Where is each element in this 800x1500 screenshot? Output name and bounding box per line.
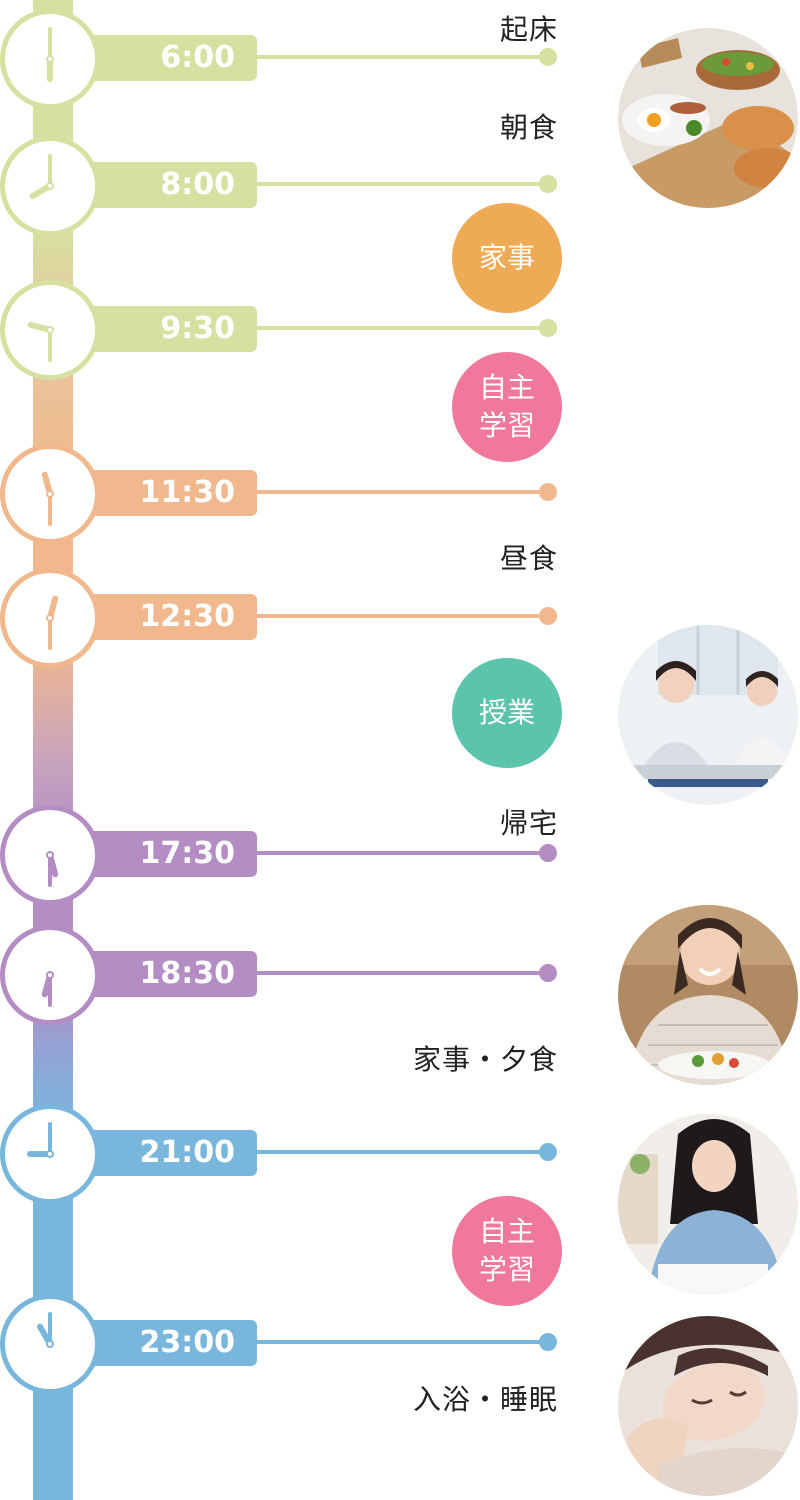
badge-label: 家事 [478, 241, 535, 274]
schedule-row-0930: 9:30 [0, 280, 800, 380]
sleep-photo [618, 1316, 798, 1496]
connector-dot [539, 1333, 557, 1351]
clock-icon [0, 280, 100, 380]
connector-line [255, 614, 545, 618]
schedule-row-1730: 17:30 [0, 805, 800, 905]
connector-dot [539, 607, 557, 625]
connector-dot [539, 844, 557, 862]
connector-dot [539, 483, 557, 501]
badge-housework: 家事 [452, 203, 562, 313]
connector-line [255, 182, 545, 186]
connector-dot [539, 964, 557, 982]
schedule-row-1830: 18:30 [0, 925, 800, 1025]
time-label: 17:30 [72, 831, 257, 877]
time-label: 18:30 [72, 951, 257, 997]
classroom-photo [618, 625, 798, 805]
activity-lunch: 昼食 [499, 542, 558, 575]
clock-icon [0, 805, 100, 905]
timeline-spine [33, 0, 73, 1500]
schedule-row-1130: 11:30 [0, 444, 800, 544]
breakfast-photo [618, 28, 798, 208]
time-label: 12:30 [72, 594, 257, 640]
clock-icon [0, 136, 100, 236]
connector-line [255, 1150, 545, 1154]
schedule-row-1230: 12:30 [0, 568, 800, 668]
activity-breakfast: 朝食 [499, 111, 558, 144]
connector-line [255, 851, 545, 855]
connector-dot [539, 319, 557, 337]
badge-label: 授業 [478, 696, 535, 729]
clock-icon [0, 568, 100, 668]
time-label: 21:00 [72, 1130, 257, 1176]
activity-wake: 起床 [499, 13, 558, 46]
connector-dot [539, 175, 557, 193]
connector-line [255, 1340, 545, 1344]
badge-self-study-evening: 自主学習 [452, 1196, 562, 1306]
badge-class: 授業 [452, 658, 562, 768]
connector-line [255, 971, 545, 975]
clock-icon [0, 9, 100, 109]
clock-icon [0, 444, 100, 544]
schedule-row-2300: 23:00 [0, 1294, 800, 1394]
connector-line [255, 55, 545, 59]
connector-line [255, 490, 545, 494]
activity-bath-sleep: 入浴・睡眠 [412, 1383, 558, 1416]
connector-line [255, 326, 545, 330]
connector-dot [539, 48, 557, 66]
dinner-photo [618, 905, 798, 1085]
schedule-row-0800: 8:00 [0, 136, 800, 236]
clock-icon [0, 925, 100, 1025]
time-label: 8:00 [72, 162, 257, 208]
time-label: 23:00 [72, 1320, 257, 1366]
clock-icon [0, 1294, 100, 1394]
activity-housework-dinner: 家事・夕食 [412, 1043, 558, 1076]
badge-self-study: 自主学習 [452, 352, 562, 462]
badge-label: 自主学習 [478, 371, 535, 442]
connector-dot [539, 1143, 557, 1161]
study-photo [618, 1114, 798, 1294]
time-label: 6:00 [72, 35, 257, 81]
activity-return-home: 帰宅 [499, 807, 558, 840]
badge-label: 自主学習 [478, 1215, 535, 1286]
schedule-row-0600: 6:00 [0, 9, 800, 109]
time-label: 11:30 [72, 470, 257, 516]
clock-icon [0, 1104, 100, 1204]
time-label: 9:30 [72, 306, 257, 352]
schedule-row-2100: 21:00 [0, 1104, 800, 1204]
